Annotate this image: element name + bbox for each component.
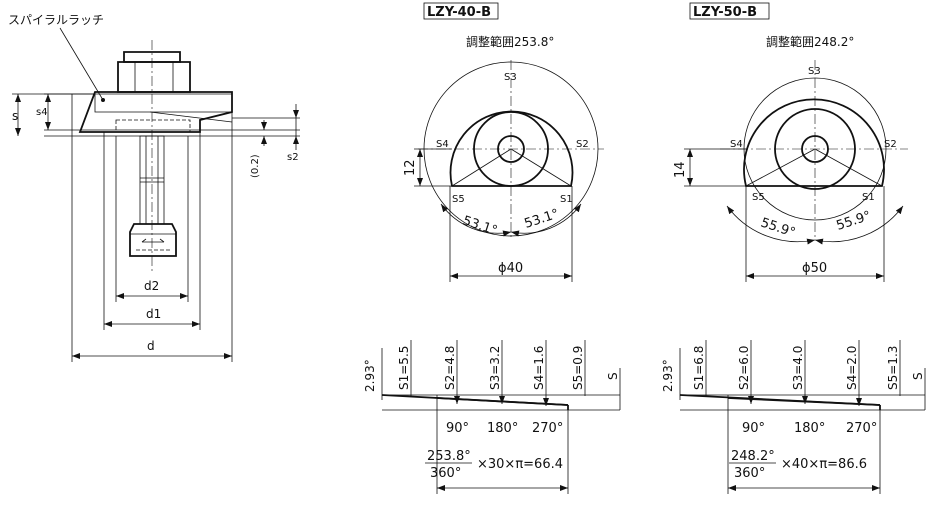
lzy50-s3: S3 xyxy=(808,66,821,77)
lzy40-model: LZY-40-B xyxy=(427,5,491,20)
lzy50-model-box xyxy=(689,2,770,20)
lzy50-s1: S1 xyxy=(862,192,875,203)
side-view: スパイラルラッチ s xyxy=(8,13,300,362)
dim-gap: (0.2) xyxy=(250,154,261,178)
lzy50-top-view: LZY-50-B 調整範囲248.2° S3 S4 S2 S5 S1 14 55… xyxy=(673,2,908,282)
nut-body xyxy=(117,61,191,93)
lzy50-formula-den: 360° xyxy=(734,466,765,481)
lzy50-angle-right: 55.9° xyxy=(835,209,873,234)
lzy40-model-box xyxy=(423,2,499,20)
lzy50-model: LZY-50-B xyxy=(693,5,757,20)
lzy40-step-s4: S4=1.6 xyxy=(532,346,546,390)
dim-s4: s4 xyxy=(36,107,48,118)
lzy40-angle-right: 53.1° xyxy=(523,207,561,232)
lzy50-step-s5: S5=1.3 xyxy=(886,346,900,390)
dim-d: d xyxy=(147,339,155,353)
dim-s: s xyxy=(12,109,18,123)
lzy50-s-label: S xyxy=(911,372,925,380)
dim-d1: d1 xyxy=(146,307,161,321)
lzy50-s4: S4 xyxy=(730,139,743,150)
lzy40-height: 12 xyxy=(403,159,418,176)
lzy40-s2: S2 xyxy=(576,139,589,150)
callout-leader xyxy=(59,27,104,101)
lzy40-deg-180: 180° xyxy=(487,421,518,436)
lzy40-s5: S5 xyxy=(452,194,465,205)
lzy40-s1: S1 xyxy=(560,194,573,205)
lzy50-angle-left: 55.9° xyxy=(759,216,797,241)
lzy40-angle: 2.93° xyxy=(363,359,377,392)
lzy50-deg-90: 90° xyxy=(742,421,765,436)
lzy50-deg-270: 270° xyxy=(846,421,877,436)
spiral-latch-label: スパイラルラッチ xyxy=(8,13,104,27)
lzy40-formula-num: 253.8° xyxy=(427,449,471,464)
lzy50-step-s4: S4=2.0 xyxy=(845,346,859,390)
lzy50-step-labels: S1=6.8 S2=6.0 S3=4.0 S4=2.0 S5=1.3 S xyxy=(692,340,926,410)
lzy50-step-s2: S2=6.0 xyxy=(737,346,751,390)
dim-s2: s2 xyxy=(287,152,299,163)
lzy40-formula-rest: ×30×π=66.4 xyxy=(477,457,563,472)
lzy50-s2: S2 xyxy=(884,139,897,150)
lzy50-s5: S5 xyxy=(752,192,765,203)
knob xyxy=(129,223,177,257)
lzy40-step-labels: S1=5.5 S2=4.8 S3=3.2 S4=1.6 S5=0.9 S xyxy=(397,340,621,410)
lzy40-s-label: S xyxy=(606,372,620,380)
lzy50-formula-rest: ×40×π=86.6 xyxy=(781,457,867,472)
lzy50-deg-180: 180° xyxy=(794,421,825,436)
lzy50-range: 調整範囲248.2° xyxy=(766,34,854,49)
lzy40-range: 調整範囲253.8° xyxy=(466,34,554,49)
dim-d2: d2 xyxy=(144,279,159,293)
lzy40-deg-270: 270° xyxy=(532,421,563,436)
lzy40-s3: S3 xyxy=(504,72,517,83)
lzy40-step-s3: S3=3.2 xyxy=(488,346,502,390)
lzy40-deg-90: 90° xyxy=(446,421,469,436)
lzy40-step-s5: S5=0.9 xyxy=(571,346,585,390)
lzy50-profile: 2.93° S1=6.8 S2=6.0 S3=4.0 S4=2.0 S5=1.3… xyxy=(661,340,926,494)
lzy40-profile: 2.93° S1=5.5 S2=4.8 S3=3.2 S4=1.6 S5=0.9… xyxy=(363,340,621,494)
lzy40-s4: S4 xyxy=(436,139,449,150)
lzy40-formula-den: 360° xyxy=(430,466,461,481)
lzy50-cam-profile xyxy=(743,98,885,187)
lzy50-step-s1: S1=6.8 xyxy=(692,346,706,390)
lzy40-step-s1: S1=5.5 xyxy=(397,346,411,390)
lzy40-angle-left: 53.1° xyxy=(461,214,499,239)
lzy50-diameter: ϕ50 xyxy=(802,261,827,276)
lzy50-height: 14 xyxy=(673,161,688,178)
lzy40-step-s2: S2=4.8 xyxy=(443,346,457,390)
lzy50-step-s3: S3=4.0 xyxy=(791,346,805,390)
lzy40-top-view: LZY-40-B 調整範囲253.8° S3 S4 S2 S5 S1 12 53… xyxy=(403,2,604,282)
lzy50-angle: 2.93° xyxy=(661,359,675,392)
flange xyxy=(78,91,233,133)
lzy40-diameter: ϕ40 xyxy=(498,261,523,276)
lzy50-formula-num: 248.2° xyxy=(731,449,775,464)
